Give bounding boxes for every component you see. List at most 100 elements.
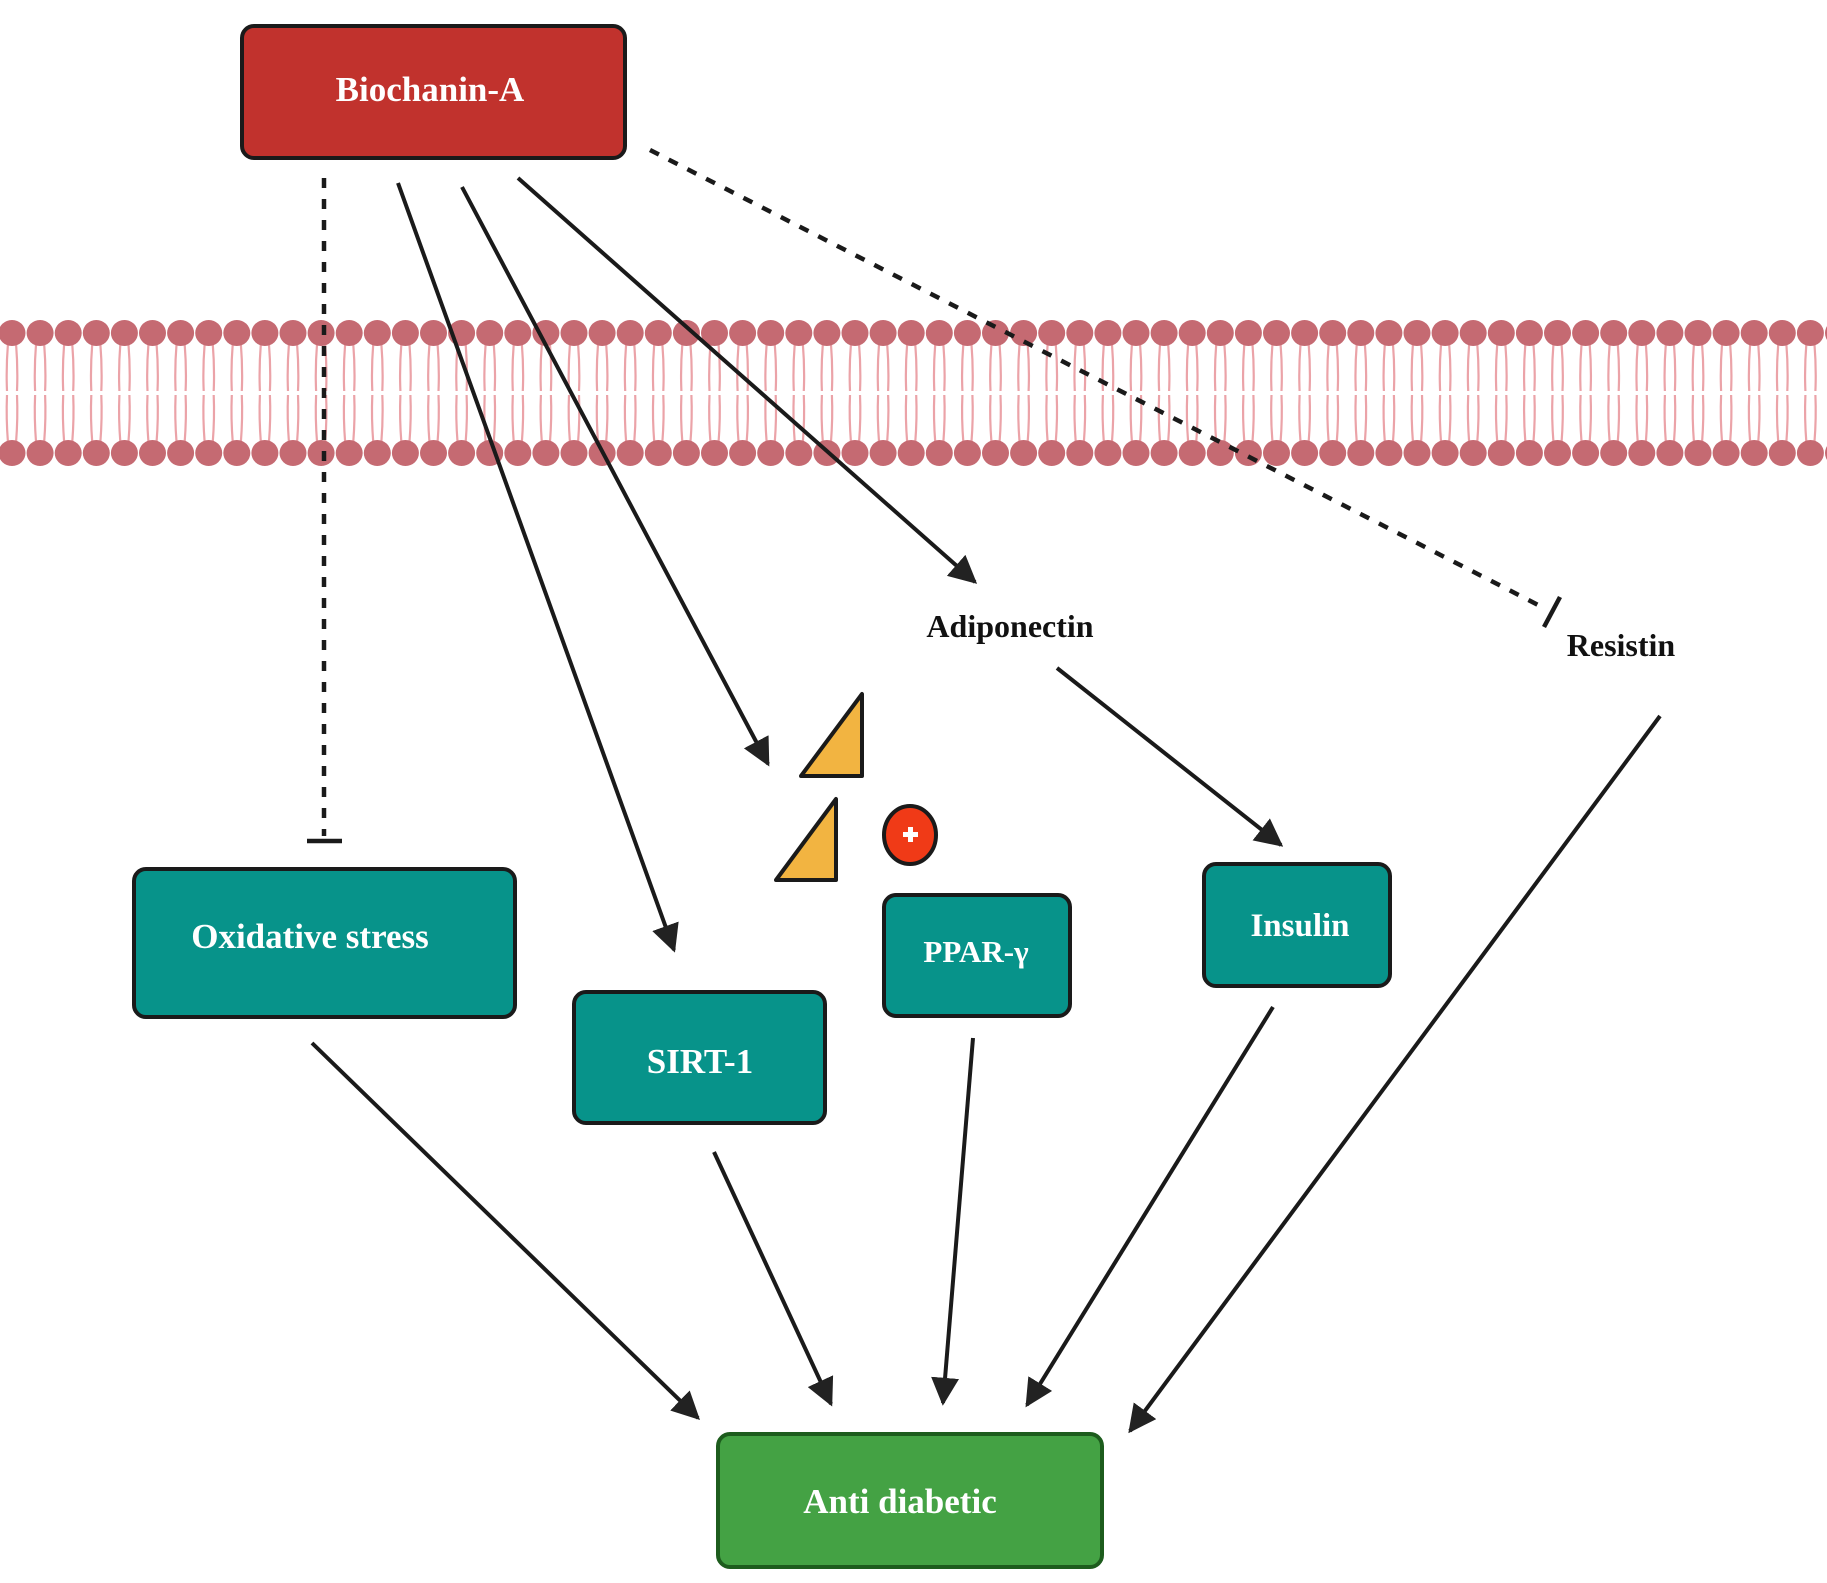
biochanin-label: Biochanin-A <box>336 70 525 109</box>
lipid-tail <box>342 342 347 392</box>
lipid-tail <box>146 342 150 392</box>
lipid-tail <box>876 394 881 444</box>
lipid-tail <box>295 394 300 444</box>
lipid-tail <box>5 394 10 444</box>
lipid-tail <box>408 342 412 392</box>
lipid-head <box>1178 320 1206 346</box>
node-oxidative-stress[interactable]: Oxidative stress <box>132 867 517 1019</box>
lipid-head <box>391 320 419 346</box>
lipid-tail <box>792 342 796 392</box>
lipid-head <box>1010 440 1038 466</box>
lipid-head <box>953 440 981 466</box>
lipid-tail <box>408 394 412 444</box>
lipid-tail <box>1747 342 1752 392</box>
lipid-tail <box>1616 394 1621 444</box>
lipid-tail <box>1279 342 1283 392</box>
lipid-tail <box>1532 342 1536 392</box>
lipid-head <box>26 440 54 466</box>
lipid-tail <box>1082 342 1087 392</box>
lipid-head <box>251 320 279 346</box>
lipid-tail <box>267 394 272 444</box>
lipid-head <box>0 320 26 346</box>
lipid-tail <box>886 342 890 392</box>
lipid-tail <box>1298 394 1302 444</box>
lipid-head <box>1459 320 1487 346</box>
node-sirt1[interactable]: SIRT-1 <box>572 990 827 1125</box>
lipid-head <box>1431 320 1459 346</box>
lipid-head <box>644 440 672 466</box>
lipid-tail <box>1747 394 1752 444</box>
node-ppar-gamma[interactable]: PPAR-γ <box>882 893 1072 1018</box>
lipid-tail <box>455 394 459 444</box>
lipid-tail <box>1354 342 1358 392</box>
lipid-tail <box>1588 342 1593 392</box>
lipid-tail <box>1110 342 1115 392</box>
lipid-head <box>1712 440 1740 466</box>
lipid-tail <box>14 394 19 444</box>
lipid-head <box>982 440 1009 466</box>
lipid-head <box>251 440 279 466</box>
lipid-head <box>1712 320 1740 346</box>
lipid-tail <box>1054 342 1059 392</box>
lipid-tail <box>1466 394 1471 444</box>
lipid-head <box>1291 320 1319 346</box>
resistin-label[interactable]: Resistin <box>1567 627 1676 663</box>
lipid-tail <box>1101 394 1105 444</box>
lipid-tail <box>1775 342 1780 392</box>
lipid-tail <box>736 394 740 444</box>
node-anti-diabetic[interactable]: Anti diabetic <box>716 1432 1104 1569</box>
lipid-tail <box>960 342 965 392</box>
lipid-head <box>869 320 897 346</box>
sirt1-box <box>572 990 827 1125</box>
lipid-tail <box>539 342 543 392</box>
lipid-tail <box>792 394 796 444</box>
lipid-tail <box>1382 342 1386 392</box>
lipid-tail <box>801 394 806 444</box>
lipid-tail <box>960 394 965 444</box>
lipid-head <box>1122 440 1150 466</box>
lipid-tail <box>483 342 487 392</box>
lipid-head <box>279 440 307 466</box>
lipid-head <box>757 440 785 466</box>
node-insulin[interactable]: Insulin <box>1202 862 1392 988</box>
lipid-tail <box>679 342 684 392</box>
oxidative-stress-box <box>132 867 517 1019</box>
lipid-head <box>1600 440 1628 466</box>
lipid-tail <box>1522 394 1527 444</box>
lipid-tail <box>1719 394 1724 444</box>
lipid-tail <box>436 342 440 392</box>
lipid-tail <box>380 394 384 444</box>
lipid-head <box>1206 320 1234 346</box>
lipid-head <box>1150 320 1178 346</box>
lipid-tail <box>1644 394 1649 444</box>
lipid-tail <box>155 394 159 444</box>
lipid-tail <box>427 342 431 392</box>
lipid-tail <box>998 342 1002 392</box>
lipid-tail <box>99 394 103 444</box>
lipid-tail <box>1307 394 1312 444</box>
lipid-tail <box>33 394 38 444</box>
node-biochanin-a[interactable]: Biochanin-A <box>240 24 627 160</box>
adiponectin-label[interactable]: Adiponectin <box>926 608 1093 644</box>
lipid-head <box>1628 440 1656 466</box>
lipid-head <box>420 440 447 466</box>
lipid-tail <box>1616 342 1621 392</box>
lipid-head <box>1122 320 1150 346</box>
lipid-tail <box>1560 394 1564 444</box>
lipid-head <box>616 440 644 466</box>
lipid-tail <box>970 342 974 392</box>
lipid-tail <box>1476 342 1480 392</box>
lipid-tail <box>576 394 581 444</box>
lipid-head <box>1234 320 1262 346</box>
lipid-head <box>167 320 195 346</box>
lipid-head <box>139 320 166 346</box>
lipid-tail <box>520 342 525 392</box>
lipid-tail <box>1251 342 1255 392</box>
lipid-tail <box>1504 342 1508 392</box>
lipid-tail <box>1335 342 1340 392</box>
lipid-tail <box>1213 394 1218 444</box>
lipid-tail <box>548 394 553 444</box>
lipid-tail <box>1757 394 1761 444</box>
lipid-tail <box>857 394 862 444</box>
lipid-tail <box>398 394 403 444</box>
